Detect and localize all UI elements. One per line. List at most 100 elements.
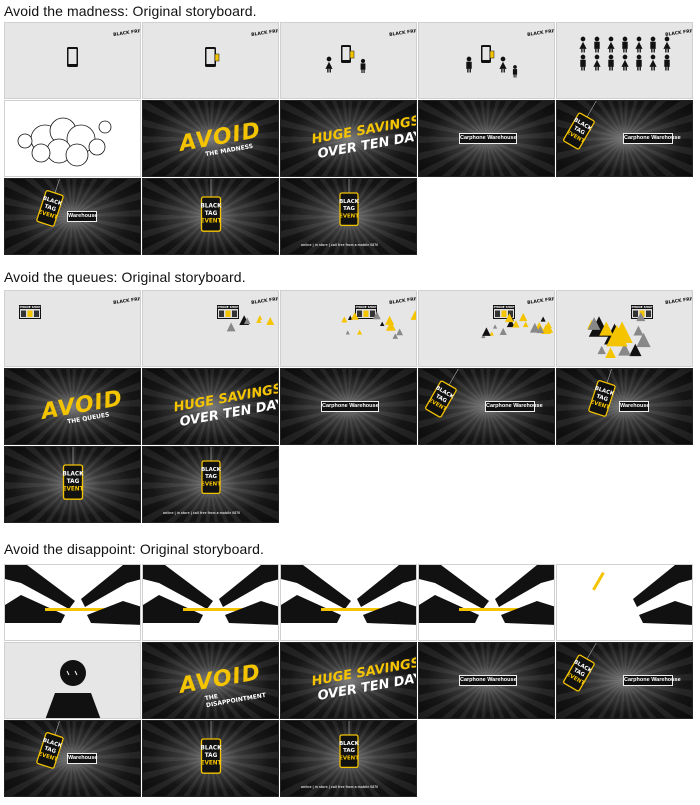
svg-text:TAG: TAG — [43, 204, 57, 214]
frame-illustration: BLACK FRIDAY — [325, 27, 417, 73]
svg-text:BLACK: BLACK — [201, 745, 223, 751]
svg-text:EVENT: EVENT — [201, 481, 221, 487]
storyboard-frame-3-1-3 — [280, 564, 417, 641]
brand-box: Carphone Warehouse — [459, 675, 517, 686]
svg-text:TAG: TAG — [572, 667, 586, 678]
svg-text:TAG: TAG — [205, 211, 218, 217]
svg-text:TAG: TAG — [595, 394, 609, 404]
black-friday-badge: BLACK FRIDAY — [251, 27, 279, 38]
section-title-queues: Avoid the queues: Original storyboard. — [4, 269, 246, 285]
frame-illustration: BLACK TAG EVENT — [63, 447, 85, 500]
svg-text:EVENT: EVENT — [37, 751, 58, 763]
frame-illustration: BLACK FRIDAY — [579, 27, 692, 71]
storyboard-frame-3-3-2: BLACK TAG EVENT — [142, 720, 279, 797]
svg-text:EVENT: EVENT — [201, 219, 222, 225]
frame-illustration — [17, 117, 112, 167]
frame-illustration — [5, 565, 140, 625]
black-friday-badge: BLACK FRIDAY — [389, 295, 417, 306]
black-friday-badge: BLACK FRIDAY — [527, 27, 555, 38]
section-title-disappoint: Avoid the disappoint: Original storyboar… — [4, 541, 264, 557]
storyboard-frame-3-1-4 — [418, 564, 555, 641]
svg-text:EVENT: EVENT — [37, 209, 58, 221]
brand-box: Carphone Warehouse — [321, 401, 379, 412]
storyboard-frame-2-1-2: BLACK FRIDAY PHONE SHOP — [142, 290, 279, 367]
footer-strip: online | in store | call free from a mob… — [163, 511, 241, 515]
storyboard-frame-1-1-4: BLACK FRIDAY — [418, 22, 555, 99]
brand-box: Carphone Warehouse — [459, 133, 517, 144]
storyboard-frame-1-2-4: Carphone Warehouse — [418, 100, 555, 177]
black-tag-icon: BLACK TAG EVENT — [63, 447, 85, 500]
storyboard-frame-1-2-1 — [4, 100, 141, 177]
svg-text:TAG: TAG — [343, 748, 355, 754]
black-friday-badge: BLACK FRIDAY — [251, 295, 279, 306]
storyboard-frame-2-2-3: Carphone Warehouse — [280, 368, 417, 445]
svg-text:PHONE SHOP: PHONE SHOP — [218, 305, 239, 309]
frame-illustration: BLACK FRIDAY — [466, 27, 555, 78]
frame-illustration — [592, 565, 692, 625]
brand-box: Carphone Warehouse — [485, 401, 543, 412]
black-tag-icon: BLACK TAG EVENT — [201, 179, 223, 232]
svg-text:EVENT: EVENT — [589, 399, 610, 411]
svg-text:TAG: TAG — [343, 206, 355, 212]
frame-illustration: BLACK FRIDAY — [205, 27, 279, 67]
svg-text:BLACK: BLACK — [201, 203, 223, 209]
brand-box: Warehouse — [67, 753, 97, 764]
storyboard-frame-3-2-1 — [4, 642, 141, 719]
svg-text:BLACK: BLACK — [63, 471, 85, 477]
black-friday-badge: BLACK FRIDAY — [389, 27, 417, 38]
footer-strip: online | in store | call free from a mob… — [301, 243, 379, 247]
svg-text:EVENT: EVENT — [63, 487, 84, 493]
svg-text:BLACK: BLACK — [339, 741, 360, 747]
storyboard-frame-1-1-5: BLACK FRIDAY — [556, 22, 693, 99]
storyboard-grid-madness: BLACK FRIDAY BLACK FRIDAY BLACK FRIDAY BLAC… — [4, 22, 696, 257]
storyboard-frame-3-1-1 — [4, 564, 141, 641]
svg-text:TAG: TAG — [572, 125, 586, 136]
svg-text:EVENT: EVENT — [201, 761, 222, 767]
svg-text:EVENT: EVENT — [339, 755, 359, 761]
svg-text:TAG: TAG — [205, 753, 218, 759]
svg-text:TAG: TAG — [67, 479, 80, 485]
storyboard-grid-queues: BLACK FRIDAY PHONE SHOP BLACK FRIDAY PHONE … — [4, 290, 696, 525]
storyboard-frame-3-1-5 — [556, 564, 693, 641]
section-title-madness: Avoid the madness: Original storyboard. — [4, 3, 257, 19]
frame-illustration: BLACK FRIDAY PHONE SHOP — [217, 295, 279, 332]
frame-illustration — [45, 660, 101, 718]
frame-illustration — [281, 565, 416, 625]
svg-text:TAG: TAG — [434, 393, 448, 404]
svg-text:PHONE SHOP: PHONE SHOP — [632, 305, 653, 309]
brand-box: Carphone Warehouse — [623, 133, 681, 144]
svg-text:BLACK: BLACK — [339, 199, 360, 205]
svg-text:PHONE SHOP: PHONE SHOP — [20, 305, 41, 309]
storyboard-frame-3-1-2 — [142, 564, 279, 641]
